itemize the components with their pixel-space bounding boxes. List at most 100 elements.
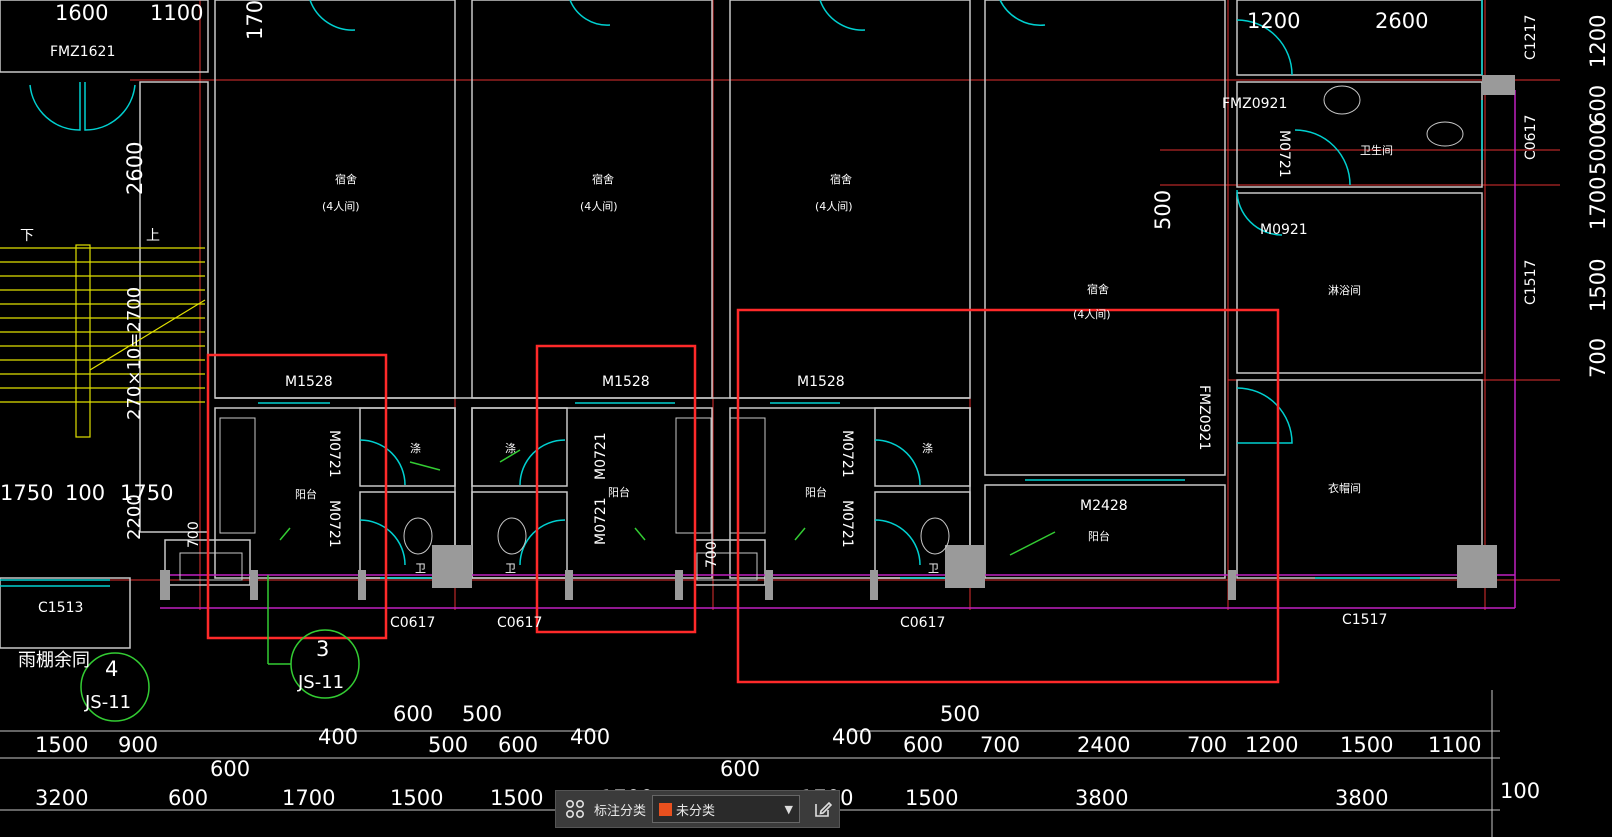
dim-b3-600b: 600: [720, 757, 760, 781]
dim-b1-600: 600: [393, 702, 433, 726]
callout-3-number: 3: [316, 637, 329, 661]
room-toilet-3: 卫: [928, 562, 939, 575]
dim-b2-2400: 2400: [1077, 733, 1130, 757]
stair-dim: 270×10=2700: [124, 287, 145, 420]
fixtures: [179, 85, 1464, 581]
room-dorm-4-sub: (4人间): [1073, 308, 1111, 321]
canopy-label: 雨棚余同: [18, 650, 90, 671]
door-label-m1528-2: M1528: [602, 374, 650, 390]
room-balcony-3: 阳台: [805, 485, 827, 499]
room-shower: 淋浴间: [1328, 284, 1361, 297]
dim-b4-3200: 3200: [35, 786, 88, 810]
window-label-c0617-1: C0617: [390, 615, 435, 631]
room-balcony-2: 阳台: [608, 485, 630, 499]
category-select[interactable]: 未分类 ▼: [652, 795, 801, 823]
dim-b2-1500a: 1500: [35, 733, 88, 757]
room-laundry: 衣帽间: [1328, 481, 1361, 495]
stair-down-label: 下: [20, 228, 34, 244]
dim-b4-100: 100: [1500, 779, 1540, 803]
window-label-c0617-2: C0617: [497, 615, 542, 631]
dim-right-1700: 1700: [1586, 177, 1610, 230]
door-label-m0721-1b: M0721: [326, 500, 342, 548]
room-dorm-1: 宿舍: [335, 172, 357, 186]
door-label-m1528-1: M1528: [285, 374, 333, 390]
dim-right-5000: 5000: [1586, 122, 1610, 175]
annotation-toolbar: 标注分类 未分类 ▼: [555, 790, 840, 828]
room-dorm-2: 宿舍: [592, 172, 614, 186]
dim-b2-1500b: 1500: [1340, 733, 1393, 757]
doors-windows: [0, 0, 1483, 587]
door-label-m2428: M2428: [1080, 498, 1128, 514]
room-balcony-4: 阳台: [1088, 529, 1110, 543]
room-balcony-1: 阳台: [295, 487, 317, 501]
category-label: 标注分类: [594, 803, 647, 819]
dim-700-b: 700: [704, 541, 720, 568]
stair-up-label: 上: [146, 228, 160, 244]
room-wash-3: 涤: [922, 441, 933, 455]
dim-b1-500a: 500: [462, 702, 502, 726]
callout-circles: [80, 449, 1056, 722]
room-wash-2: 涤: [505, 441, 516, 455]
dim-right-1500: 1500: [1586, 259, 1610, 312]
chevron-down-icon: ▼: [784, 802, 794, 816]
door-label-fmz0921-mid: FMZ0921: [1196, 385, 1212, 450]
dim-b2-700a: 700: [980, 733, 1020, 757]
dim-b2-900: 900: [118, 733, 158, 757]
room-dorm-4: 宿舍: [1087, 282, 1109, 296]
dim-b3-600a: 600: [210, 757, 250, 781]
dim-b2-1100: 1100: [1428, 733, 1481, 757]
dim-top-1200: 1200: [1247, 9, 1300, 33]
dim-b4-3800a: 3800: [1075, 786, 1128, 810]
dim-top-2600: 2600: [1375, 9, 1428, 33]
dim-b2-600a: 600: [498, 733, 538, 757]
dim-b4-1500b: 1500: [490, 786, 543, 810]
callout-4-number: 4: [105, 657, 118, 681]
dim-b4-1500c: 1500: [905, 786, 958, 810]
callout-3-ref: JS-11: [297, 672, 344, 693]
boundary-lines: [160, 90, 1516, 609]
dim-b2-700b: 700: [1187, 733, 1227, 757]
window-label-c1217: C1217: [1523, 15, 1539, 60]
axis-lines: [0, 0, 1560, 610]
dim-b4-1700a: 1700: [282, 786, 335, 810]
dim-right-700: 700: [1586, 338, 1610, 378]
room-dorm-3: 宿舍: [830, 172, 852, 186]
door-label-m0721-right: M0721: [1276, 130, 1292, 178]
door-label-m0721-3b: M0721: [839, 500, 855, 548]
door-label-m0721-2a: M0721: [593, 432, 609, 480]
dim-2200: 2200: [124, 494, 145, 540]
dim-b2-400b: 400: [570, 725, 610, 749]
dim-b4-600: 600: [168, 786, 208, 810]
edit-icon[interactable]: [808, 794, 838, 824]
dim-b2-1200: 1200: [1245, 733, 1298, 757]
dim-2600: 2600: [123, 142, 147, 195]
window-label-c1513: C1513: [38, 600, 83, 616]
dim-b2-400a: 400: [318, 725, 358, 749]
dim-b1-500b: 500: [940, 702, 980, 726]
room-toilet-2: 卫: [505, 562, 516, 575]
dim-right-1200: 1200: [1586, 15, 1610, 68]
dim-b2-500: 500: [428, 733, 468, 757]
dim-b2-600b: 600: [903, 733, 943, 757]
color-swatch: [659, 802, 673, 816]
room-dorm-1-sub: (4人间): [322, 200, 360, 213]
door-label-fmz1621: FMZ1621: [50, 44, 115, 60]
dim-1750-a: 1750: [0, 481, 53, 505]
highlight-boxes: [206, 308, 1280, 684]
dim-b2-400c: 400: [832, 725, 872, 749]
category-select-value: 未分类: [676, 803, 716, 819]
window-label-c1517-right: C1517: [1523, 260, 1539, 305]
window-label-c1517: C1517: [1342, 612, 1387, 628]
grid-icon[interactable]: [560, 794, 590, 824]
stair: [0, 244, 206, 438]
dim-1750-b: 1750: [120, 481, 173, 505]
dim-500-right: 500: [1151, 190, 1175, 230]
dim-b4-3800b: 3800: [1335, 786, 1388, 810]
dim-top-1100: 1100: [150, 1, 203, 25]
room-dorm-2-sub: (4人间): [580, 200, 618, 213]
dim-lines: [0, 690, 1500, 837]
dim-right-600: 600: [1586, 85, 1610, 125]
room-dorm-3-sub: (4人间): [815, 200, 853, 213]
room-wash-1: 涤: [410, 441, 421, 455]
